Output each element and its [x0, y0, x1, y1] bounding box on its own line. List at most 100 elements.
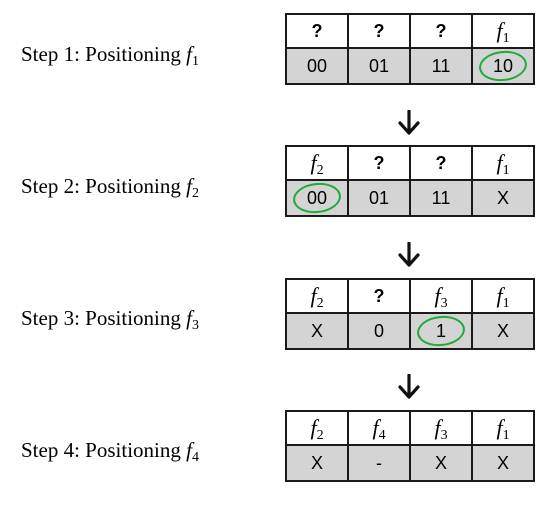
- grid-header-cell: f1: [471, 13, 535, 49]
- header-function-name: f: [310, 150, 317, 175]
- grid-value-text: X: [496, 320, 509, 341]
- header-function-subscript: 2: [316, 428, 324, 443]
- grid-value-cell: 11: [409, 179, 473, 217]
- step-label-subscript: 1: [191, 54, 199, 69]
- step-label-subscript: 2: [191, 186, 199, 201]
- step-label-1: Step 1: Positioning f1: [21, 42, 199, 69]
- grid-value-cell: 01: [347, 47, 411, 85]
- grid-value-text: X: [496, 187, 509, 208]
- header-unknown-mark: ?: [435, 20, 447, 41]
- grid-value-text: 00: [306, 55, 328, 76]
- grid-value-text: 01: [368, 187, 390, 208]
- grid-value-text: -: [376, 452, 382, 473]
- step-label-subscript: 3: [191, 318, 199, 333]
- grid-value-cell: 01: [347, 179, 411, 217]
- grid-header-cell: f2: [285, 278, 349, 314]
- step-label-prefix: Step 2: Positioning: [21, 174, 187, 198]
- header-function-subscript: 1: [502, 31, 510, 46]
- header-function-subscript: 3: [440, 428, 448, 443]
- grid-value-text: 11: [431, 55, 451, 76]
- grid-value-text: X: [310, 320, 323, 341]
- grid-value-cell: X: [471, 179, 535, 217]
- header-function-subscript: 4: [378, 428, 386, 443]
- grid-header-cell: f1: [471, 145, 535, 181]
- grid-value-text: X: [496, 452, 509, 473]
- step-label-prefix: Step 1: Positioning: [21, 42, 187, 66]
- step-label-2: Step 2: Positioning f2: [21, 174, 199, 201]
- grid-value-cell: 10: [471, 47, 535, 85]
- header-function-name: f: [310, 283, 317, 308]
- grid-value-cell: X: [409, 444, 473, 482]
- grid-value-cell: 00: [285, 179, 349, 217]
- grid-header-cell: ?: [347, 145, 411, 181]
- grid-value-cell: X: [285, 444, 349, 482]
- grid-value-cell: X: [471, 444, 535, 482]
- header-function-name: f: [496, 150, 503, 175]
- step-label-prefix: Step 4: Positioning: [21, 438, 187, 462]
- header-unknown-mark: ?: [373, 285, 385, 306]
- grid-value-cell: 1: [409, 312, 473, 350]
- grid-header-cell: f3: [409, 410, 473, 446]
- header-function-name: f: [310, 415, 317, 440]
- step-label-subscript: 4: [191, 450, 199, 465]
- step-label-prefix: Step 3: Positioning: [21, 306, 187, 330]
- grid-value-text: X: [434, 452, 447, 473]
- grid-value-text: 10: [492, 55, 514, 76]
- grid-value-text: 1: [435, 320, 446, 341]
- grid-value-cell: -: [347, 444, 411, 482]
- grid-value-row: 00 01 11 X: [285, 179, 535, 217]
- header-function-subscript: 2: [316, 163, 324, 178]
- grid-value-cell: X: [285, 312, 349, 350]
- down-arrow-icon-glyph: [398, 373, 420, 399]
- header-unknown-mark: ?: [435, 152, 447, 173]
- header-function-subscript: 3: [440, 296, 448, 311]
- header-function-name: f: [434, 283, 441, 308]
- grid-header-cell: f2: [285, 410, 349, 446]
- grid-value-cell: X: [471, 312, 535, 350]
- grid-header-cell: ?: [409, 13, 473, 49]
- grid-header-cell: f3: [409, 278, 473, 314]
- grid-header-cell: ?: [347, 13, 411, 49]
- grid-value-row: X 0 1 X: [285, 312, 535, 350]
- grid-value-text: 0: [373, 320, 384, 341]
- header-function-name: f: [372, 415, 379, 440]
- header-function-name: f: [434, 415, 441, 440]
- step-label-4: Step 4: Positioning f4: [21, 438, 199, 465]
- grid-header-cell: ?: [409, 145, 473, 181]
- down-arrow-icon: [398, 373, 420, 400]
- grid-header-cell: f4: [347, 410, 411, 446]
- step-label-variable: f: [186, 42, 192, 66]
- grid-header-row: f2??f1: [285, 145, 535, 181]
- grid-header-cell: ?: [347, 278, 411, 314]
- header-function-name: f: [496, 415, 503, 440]
- header-function-subscript: 2: [316, 296, 324, 311]
- grid-value-text: X: [310, 452, 323, 473]
- header-unknown-mark: ?: [373, 20, 385, 41]
- header-function-name: f: [496, 283, 503, 308]
- grid-value-cell: 11: [409, 47, 473, 85]
- grid-header-row: ??? f1: [285, 13, 535, 49]
- step-label-variable: f: [186, 174, 192, 198]
- header-function-subscript: 1: [502, 296, 510, 311]
- grid-value-row: 00 01 11 10: [285, 47, 535, 85]
- header-unknown-mark: ?: [311, 20, 323, 41]
- down-arrow-icon: [398, 109, 420, 136]
- step-label-3: Step 3: Positioning f3: [21, 306, 199, 333]
- grid-value-text: 00: [306, 187, 328, 208]
- down-arrow-icon: [398, 241, 420, 268]
- grid-value-text: 01: [368, 55, 390, 76]
- grid-value-cell: 00: [285, 47, 349, 85]
- grid-header-cell: f1: [471, 410, 535, 446]
- header-unknown-mark: ?: [373, 152, 385, 173]
- grid-value-text: 11: [431, 187, 451, 208]
- grid-header-cell: f2: [285, 145, 349, 181]
- down-arrow-icon-glyph: [398, 241, 420, 267]
- header-function-name: f: [496, 18, 503, 43]
- step-label-variable: f: [186, 306, 192, 330]
